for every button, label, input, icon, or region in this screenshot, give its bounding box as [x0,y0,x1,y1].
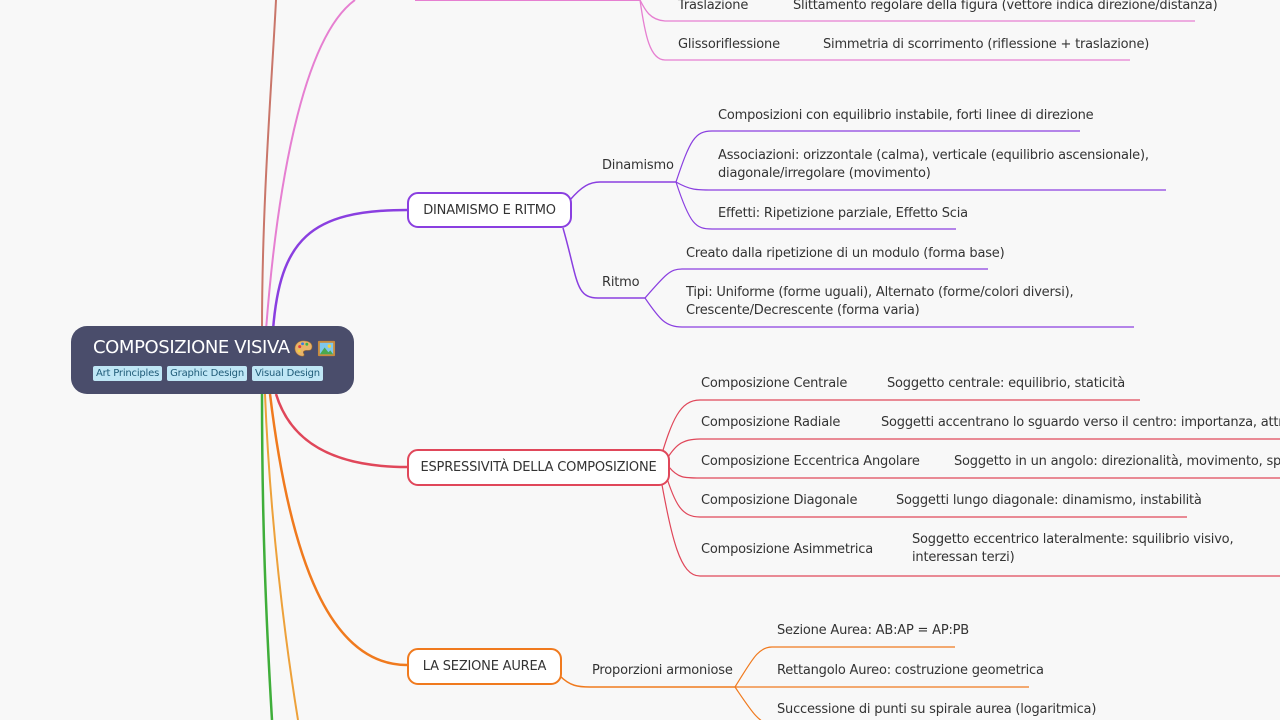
branch-title: LA SEZIONE AUREA [422,659,547,674]
root-topic[interactable]: COMPOSIZIONE VISIVA Art Principles Graph… [71,326,354,394]
branch-title: ESPRESSIVITÀ DELLA COMPOSIZIONE [420,460,657,475]
tag-graphic-design[interactable]: Graphic Design [167,366,247,381]
framed-picture-icon [317,340,335,356]
branch-sezione-aurea[interactable]: LA SEZIONE AUREA [407,648,562,685]
leaf-item[interactable]: Creato dalla ripetizione di un modulo (f… [686,246,1005,261]
subtopic-ritmo[interactable]: Ritmo [602,275,640,290]
leaf-item[interactable]: Associazioni: orizzontale (calma), verti… [718,148,1149,181]
simmetria-item-label[interactable]: Traslazione [678,0,749,13]
composition-desc[interactable]: Soggetto in un angolo: direzionalità, mo… [954,454,1280,469]
composition-desc[interactable]: Soggetti lungo diagonale: dinamismo, ins… [896,493,1202,508]
leaf-item[interactable]: Rettangolo Aureo: costruzione geometrica [777,663,1044,678]
simmetria-item-desc[interactable]: Simmetria di scorrimento (riflessione + … [823,37,1150,52]
leaf-item[interactable]: Effetti: Ripetizione parziale, Effetto S… [718,206,968,221]
composition-label[interactable]: Composizione Centrale [701,376,848,391]
leaf-item[interactable]: Tipi: Uniforme (forme uguali), Alternato… [686,285,1074,318]
branch-espressivita[interactable]: ESPRESSIVITÀ DELLA COMPOSIZIONE [407,449,670,486]
leaf-item[interactable]: Composizioni con equilibrio instabile, f… [718,108,1094,123]
tag-art-principles[interactable]: Art Principles [93,366,163,381]
composition-desc[interactable]: Soggetto eccentrico lateralmente: squili… [912,532,1234,565]
simmetria-item-desc[interactable]: Slittamento regolare della figura (vetto… [793,0,1218,13]
branch-title: DINAMISMO E RITMO [423,202,556,218]
composition-label[interactable]: Composizione Radiale [701,415,841,430]
root-title: COMPOSIZIONE VISIVA [93,337,290,358]
subtopic-dinamismo[interactable]: Dinamismo [602,158,674,173]
palette-icon [294,340,312,356]
subtopic-proporzioni[interactable]: Proporzioni armoniose [592,663,733,678]
branch-dinamismo-ritmo[interactable]: DINAMISMO E RITMO [407,192,572,228]
composition-label[interactable]: Composizione Asimmetrica [701,542,874,557]
simmetria-item-label[interactable]: Glissoriflessione [678,37,780,52]
composition-desc[interactable]: Soggetto centrale: equilibrio, staticità [887,376,1126,391]
tag-visual-design[interactable]: Visual Design [251,366,323,381]
leaf-item[interactable]: Sezione Aurea: AB:AP = AP:PB [777,623,970,638]
composition-desc[interactable]: Soggetti accentrano lo sguardo verso il … [881,415,1280,430]
composition-label[interactable]: Composizione Diagonale [701,493,858,508]
composition-label[interactable]: Composizione Eccentrica Angolare [701,454,920,469]
leaf-item[interactable]: Successione di punti su spirale aurea (l… [777,702,1097,717]
